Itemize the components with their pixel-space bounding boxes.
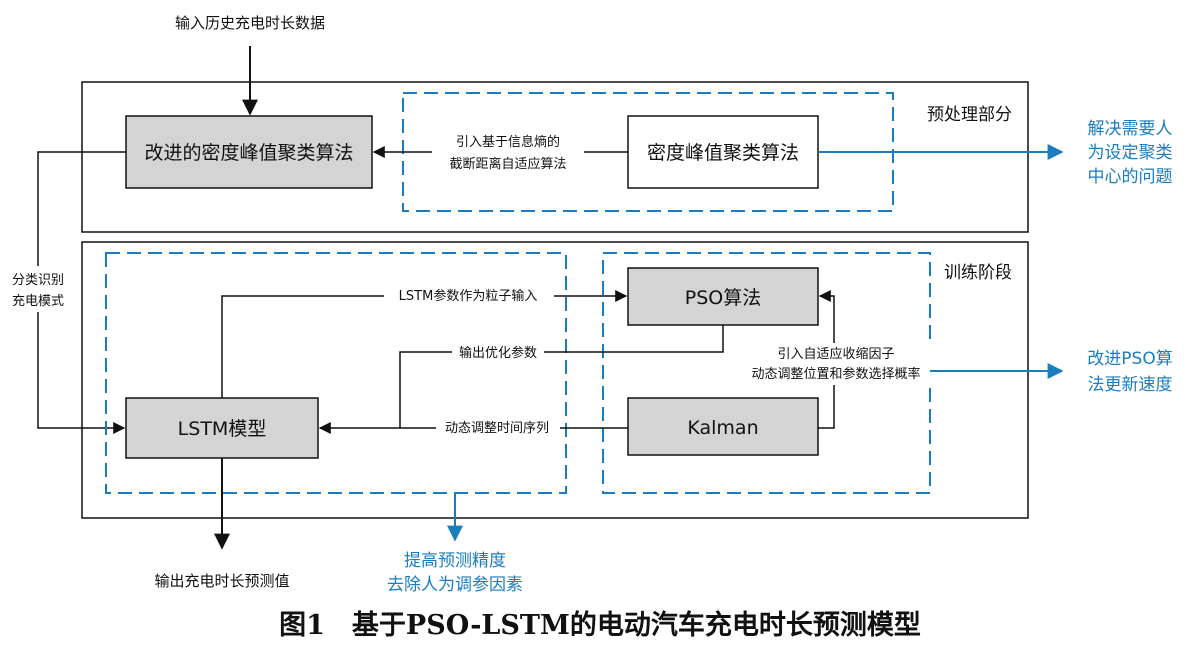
pso-output-label: 输出优化参数 <box>459 345 537 361</box>
pso-note-line1: 引入自适应收缩因子 <box>777 346 894 362</box>
arrow-note-line1: 引入基于信息熵的 <box>456 134 560 150</box>
preprocess-frame <box>81 81 1029 233</box>
side-label-line1: 分类识别 <box>12 273 64 288</box>
arrow-note-line2: 截断距离自适应算法 <box>449 156 566 172</box>
lstm-dashed-region <box>105 252 567 494</box>
kalman-to-lstm-label: 动态调整时间序列 <box>445 421 549 436</box>
lstm-to-pso-label-bg <box>384 288 554 304</box>
input-label: 输入历史充电时长数据 <box>175 14 325 32</box>
preprocess-section-label: 预处理部分 <box>927 105 1012 125</box>
preprocess-benefit-line3: 中心的问题 <box>1088 167 1173 187</box>
training-frame <box>81 241 1029 519</box>
lstm-benefit-line1: 提高预测精度 <box>404 551 506 571</box>
preprocess-benefit-line2: 为设定聚类 <box>1088 143 1173 163</box>
training-section-label: 训练阶段 <box>944 263 1012 283</box>
figure-caption: 图1 基于PSO-LSTM的电动汽车充电时长预测模型 <box>279 609 921 641</box>
kalman-box <box>627 397 819 456</box>
improved-dpc-box <box>125 115 373 189</box>
lstm-label: LSTM模型 <box>178 418 267 440</box>
kalman-label: Kalman <box>687 417 758 439</box>
pso-output-label-bg <box>452 344 544 360</box>
preprocess-benefit-line1: 解决需要人 <box>1088 119 1173 139</box>
side-label-bg <box>4 266 72 312</box>
pso-label: PSO算法 <box>685 287 761 309</box>
lstm-box <box>125 397 319 459</box>
lstm-to-pso-label: LSTM参数作为粒子输入 <box>399 288 538 304</box>
output-label: 输出充电时长预测值 <box>154 572 289 590</box>
pso-output-line <box>399 325 724 428</box>
kalman-to-lstm-label-bg <box>436 420 560 436</box>
pso-benefit-line2: 法更新速度 <box>1088 375 1173 395</box>
pso-note-line2: 动态调整位置和参数选择概率 <box>751 366 920 382</box>
dpc-label: 密度峰值聚类算法 <box>647 142 799 164</box>
lstm-benefit-line2: 去除人为调参因素 <box>387 575 523 595</box>
side-label-line2: 充电模式 <box>12 293 64 309</box>
pso-note-bg <box>744 343 934 385</box>
pso-benefit-line1: 改进PSO算 <box>1087 349 1172 369</box>
improved-dpc-label: 改进的密度峰值聚类算法 <box>144 142 353 164</box>
